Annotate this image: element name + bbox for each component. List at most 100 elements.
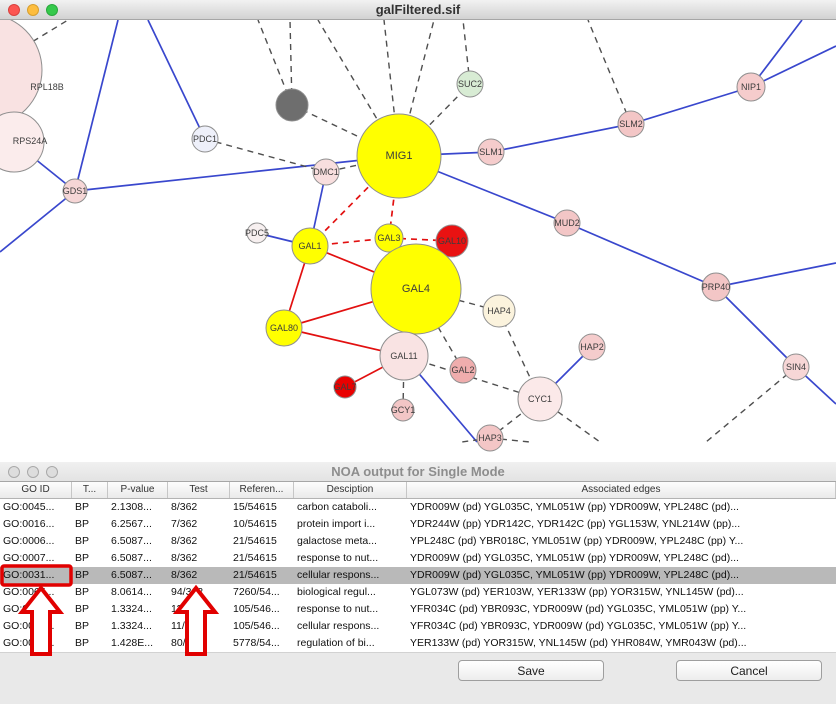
network-window-titlebar[interactable]: galFiltered.sif <box>0 0 836 20</box>
node-HAP4[interactable]: HAP4 <box>482 294 516 328</box>
node-GAL3[interactable]: GAL3 <box>374 223 404 253</box>
node-label: RPS24A <box>13 136 48 146</box>
node-MIG1[interactable]: MIG1 <box>356 113 442 199</box>
node-GAL80[interactable]: GAL80 <box>265 309 303 347</box>
column-header[interactable]: T... <box>72 482 108 498</box>
table-cell: response to nut... <box>297 603 379 615</box>
edge[interactable] <box>0 190 76 253</box>
node-GAL7[interactable]: GAL7 <box>333 375 357 399</box>
node-label: HAP3 <box>478 433 502 443</box>
zoom-button[interactable] <box>46 466 58 478</box>
edge[interactable] <box>74 20 119 192</box>
node-RPS24A[interactable]: RPS24A <box>0 111 48 173</box>
table-cell: response to nut... <box>297 552 379 564</box>
node-SLM2[interactable]: SLM2 <box>617 110 645 138</box>
table-cell: 2.1308... <box>111 501 152 513</box>
minimize-button[interactable] <box>27 466 39 478</box>
node-RPL18B[interactable]: RPL18B <box>0 20 64 126</box>
node-PDC1[interactable]: PDC1 <box>191 125 219 153</box>
table-cell: YER133W (pd) YOR315W, YNL145W (pd) YHR08… <box>410 637 747 649</box>
table-cell: BP <box>75 637 90 649</box>
node-GAL4[interactable]: GAL4 <box>370 243 462 335</box>
node-GDS1[interactable]: GDS1 <box>62 178 88 204</box>
node-label: GAL11 <box>390 351 417 361</box>
edge[interactable] <box>587 20 632 125</box>
node-DMC1[interactable]: DMC1 <box>312 158 340 186</box>
node-GAL2[interactable]: GAL2 <box>449 356 477 384</box>
edge[interactable] <box>490 123 632 153</box>
edge[interactable] <box>566 222 717 288</box>
node-SUC2[interactable]: SUC2 <box>456 70 484 98</box>
column-header[interactable]: P-value <box>108 482 168 498</box>
node-NIP1[interactable]: NIP1 <box>736 72 766 102</box>
column-header[interactable]: Associated edges <box>407 482 836 498</box>
table-cell: YPL248C (pd) YBR018C, YML051W (pp) YDR00… <box>410 535 744 547</box>
table-cell: GO:0031... <box>3 569 55 581</box>
edge[interactable] <box>715 286 797 368</box>
edge[interactable] <box>74 155 400 192</box>
table-cell: YDR244W (pp) YDR142C, YDR142C (pp) YGL15… <box>410 518 741 530</box>
node-label: GAL3 <box>377 233 400 243</box>
node-label: GCY1 <box>391 405 416 415</box>
noa-window-titlebar[interactable]: NOA output for Single Mode <box>0 462 836 482</box>
column-header[interactable]: GO ID <box>0 482 72 498</box>
edge[interactable] <box>750 45 836 88</box>
column-header[interactable]: Referen... <box>230 482 294 498</box>
node-GAL10[interactable]: GAL10 <box>435 224 469 258</box>
node-HAP3[interactable]: HAP3 <box>476 424 504 452</box>
table-cell: BP <box>75 552 90 564</box>
edge[interactable] <box>630 86 752 125</box>
edge[interactable] <box>291 104 400 157</box>
node-label: SIN4 <box>786 362 806 372</box>
node-label: SUC2 <box>458 79 482 89</box>
table-cell: 11/362 <box>171 603 203 615</box>
edge[interactable] <box>489 437 531 443</box>
node-HAP2[interactable]: HAP2 <box>578 333 606 361</box>
edge[interactable] <box>715 262 836 288</box>
close-button[interactable] <box>8 466 20 478</box>
node-PRP40[interactable]: PRP40 <box>701 272 731 302</box>
table-cell: 8/362 <box>171 552 198 564</box>
node-GCY1[interactable]: GCY1 <box>391 398 416 422</box>
cancel-button[interactable]: Cancel <box>676 660 822 681</box>
minimize-button[interactable] <box>27 4 39 16</box>
node-GAL1[interactable]: GAL1 <box>291 227 329 265</box>
table-cell: 105/546... <box>233 620 280 632</box>
node-GAL11[interactable]: GAL11 <box>379 331 429 381</box>
zoom-button[interactable] <box>46 4 58 16</box>
close-button[interactable] <box>8 4 20 16</box>
node-label: MIG1 <box>386 150 413 162</box>
save-button[interactable]: Save <box>458 660 604 681</box>
node-unnamed[interactable] <box>275 88 309 122</box>
node-label: HAP2 <box>580 342 604 352</box>
traffic-lights-inactive <box>8 466 58 478</box>
column-header[interactable]: Test <box>168 482 230 498</box>
table-cell: YFR034C (pd) YBR093C, YDR009W (pd) YGL03… <box>410 603 747 615</box>
edge[interactable] <box>147 20 206 140</box>
table-cell: 21/54615 <box>233 552 277 564</box>
node-MUD2[interactable]: MUD2 <box>553 209 581 237</box>
node-CYC1[interactable]: CYC1 <box>517 376 563 422</box>
node-label: GAL80 <box>270 323 298 333</box>
edge[interactable] <box>204 138 327 173</box>
table-cell: 1.3324... <box>111 620 152 632</box>
node-PDC5[interactable]: PDC5 <box>245 222 269 244</box>
node-SLM1[interactable]: SLM1 <box>477 138 505 166</box>
table-cell: 10/54615 <box>233 518 277 530</box>
node-SIN4[interactable]: SIN4 <box>782 353 810 381</box>
edge[interactable] <box>705 366 797 443</box>
column-header[interactable]: Desciption <box>294 482 407 498</box>
table-cell: regulation of bi... <box>297 637 375 649</box>
